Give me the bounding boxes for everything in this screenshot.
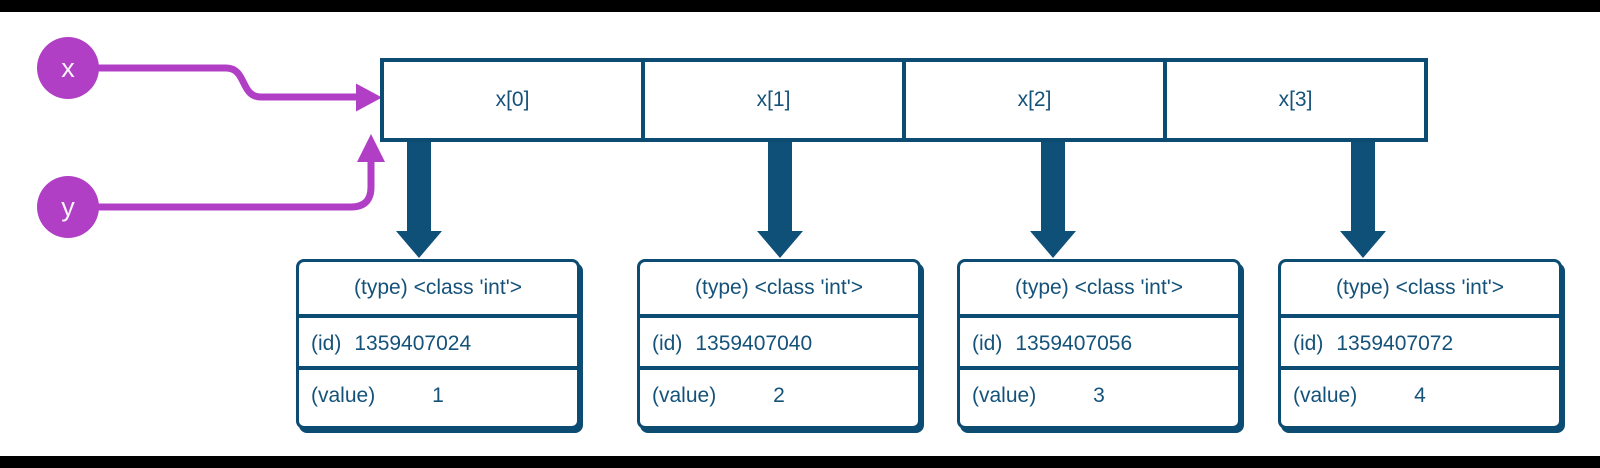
type-value: <class 'int'> — [1074, 276, 1183, 299]
variable-x-label: x — [61, 52, 75, 83]
id-label: (id) — [311, 332, 342, 355]
array-cell-0: x[0] — [384, 62, 641, 138]
type-label: (type) — [695, 276, 749, 299]
x-pointer-arrow — [95, 64, 382, 112]
value-value: 4 — [1414, 384, 1426, 407]
id-row: (id) 1359407056 — [960, 314, 1238, 366]
int-object-box-0: (type) <class 'int'> (id) 1359407024 (val… — [296, 259, 580, 429]
x-pointer-arrowhead-icon — [356, 83, 382, 112]
id-row: (id) 1359407024 — [299, 314, 577, 366]
value-row: (value) 2 — [640, 366, 918, 418]
array-cell-3: x[3] — [1163, 62, 1424, 138]
array-cell-0-label: x[0] — [495, 88, 530, 111]
array-cell-2-label: x[2] — [1017, 88, 1052, 111]
value-row: (value) 3 — [960, 366, 1238, 418]
type-row: (type) <class 'int'> — [1281, 262, 1559, 314]
value-value: 2 — [773, 384, 785, 407]
letterbox-bottom-bar — [0, 456, 1600, 468]
element-pointer-arrow-1 — [757, 141, 803, 258]
list-array: x[0] x[1] x[2] x[3] — [380, 58, 1428, 142]
type-label: (type) — [1336, 276, 1390, 299]
variable-y-label: y — [61, 191, 75, 222]
value-row: (value) 1 — [299, 366, 577, 418]
type-row: (type) <class 'int'> — [299, 262, 577, 314]
type-value: <class 'int'> — [1395, 276, 1504, 299]
value-label: (value) — [1293, 384, 1358, 407]
id-row: (id) 1359407040 — [640, 314, 918, 366]
array-cell-2: x[2] — [902, 62, 1163, 138]
value-label: (value) — [972, 384, 1037, 407]
array-cell-3-label: x[3] — [1278, 88, 1313, 111]
id-label: (id) — [652, 332, 683, 355]
id-value: 1359407024 — [354, 332, 472, 355]
type-label: (type) — [354, 276, 408, 299]
id-value: 1359407040 — [695, 332, 813, 355]
value-value: 3 — [1093, 384, 1105, 407]
y-pointer-arrow — [95, 134, 385, 211]
id-row: (id) 1359407072 — [1281, 314, 1559, 366]
int-object-box-3: (type) <class 'int'> (id) 1359407072 (val… — [1278, 259, 1562, 429]
type-label: (type) — [1015, 276, 1069, 299]
type-value: <class 'int'> — [413, 276, 522, 299]
array-cell-1: x[1] — [641, 62, 902, 138]
int-object-box-1: (type) <class 'int'> (id) 1359407040 (val… — [637, 259, 921, 429]
int-object-box-2: (type) <class 'int'> (id) 1359407056 (val… — [957, 259, 1241, 429]
type-row: (type) <class 'int'> — [960, 262, 1238, 314]
array-cell-1-label: x[1] — [756, 88, 791, 111]
value-label: (value) — [311, 384, 376, 407]
id-label: (id) — [1293, 332, 1324, 355]
element-pointer-arrow-0 — [396, 141, 442, 258]
id-value: 1359407072 — [1336, 332, 1454, 355]
element-pointer-arrow-2 — [1030, 141, 1076, 258]
variable-y-badge: y — [37, 176, 99, 238]
type-row: (type) <class 'int'> — [640, 262, 918, 314]
element-pointer-arrow-3 — [1340, 141, 1386, 258]
id-label: (id) — [972, 332, 1003, 355]
id-value: 1359407056 — [1015, 332, 1133, 355]
value-label: (value) — [652, 384, 717, 407]
letterbox-top-bar — [0, 0, 1600, 12]
value-row: (value) 4 — [1281, 366, 1559, 418]
type-value: <class 'int'> — [754, 276, 863, 299]
value-value: 1 — [432, 384, 444, 407]
variable-x-badge: x — [37, 37, 99, 99]
